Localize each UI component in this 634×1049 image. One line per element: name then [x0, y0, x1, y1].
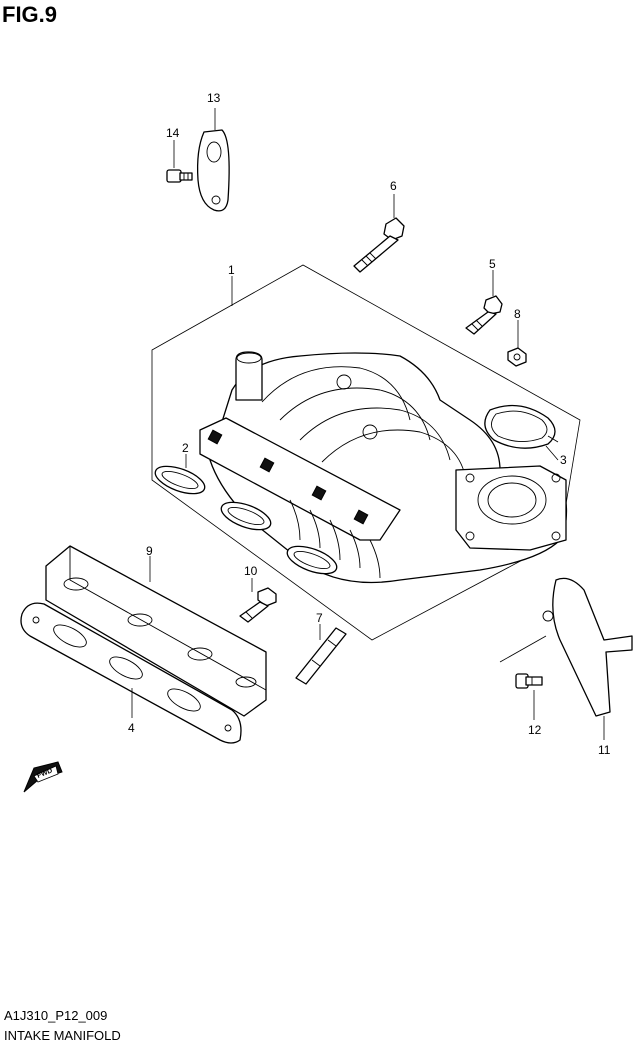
callout-11: 11	[598, 743, 611, 757]
gasket-3	[484, 404, 559, 449]
leader-lines	[131, 108, 605, 740]
bolt-14	[166, 169, 193, 183]
callout-8: 8	[514, 307, 521, 321]
bolt-12	[515, 673, 543, 689]
figure-title: FIG.9	[2, 2, 58, 27]
spacer-9	[45, 545, 267, 717]
bolt-5	[465, 295, 503, 335]
callout-2: 2	[182, 441, 189, 455]
callout-1: 1	[228, 263, 235, 277]
gasket-4	[20, 602, 242, 744]
intake-manifold-1	[199, 351, 568, 584]
drawing-code: A1J310_P12_009	[4, 1008, 108, 1023]
callout-9: 9	[146, 544, 153, 558]
callout-5: 5	[489, 257, 496, 271]
callout-3: 3	[560, 453, 567, 467]
callout-13: 13	[207, 91, 221, 105]
nut-8	[507, 347, 527, 367]
callout-12: 12	[528, 723, 542, 737]
callout-10: 10	[244, 564, 258, 578]
callout-6: 6	[390, 179, 397, 193]
bracket-11	[542, 577, 633, 717]
callout-14: 14	[166, 126, 180, 140]
port-gaskets-2	[154, 465, 338, 575]
callout-7: 7	[316, 611, 323, 625]
callout-4: 4	[128, 721, 135, 735]
figure-name: INTAKE MANIFOLD	[4, 1028, 121, 1043]
bracket-plate-13	[196, 129, 230, 212]
long-bolt-6	[353, 217, 405, 273]
bolt-10	[239, 587, 277, 623]
stud-7	[295, 627, 347, 685]
fwd-arrow-icon: FWD	[23, 761, 63, 793]
